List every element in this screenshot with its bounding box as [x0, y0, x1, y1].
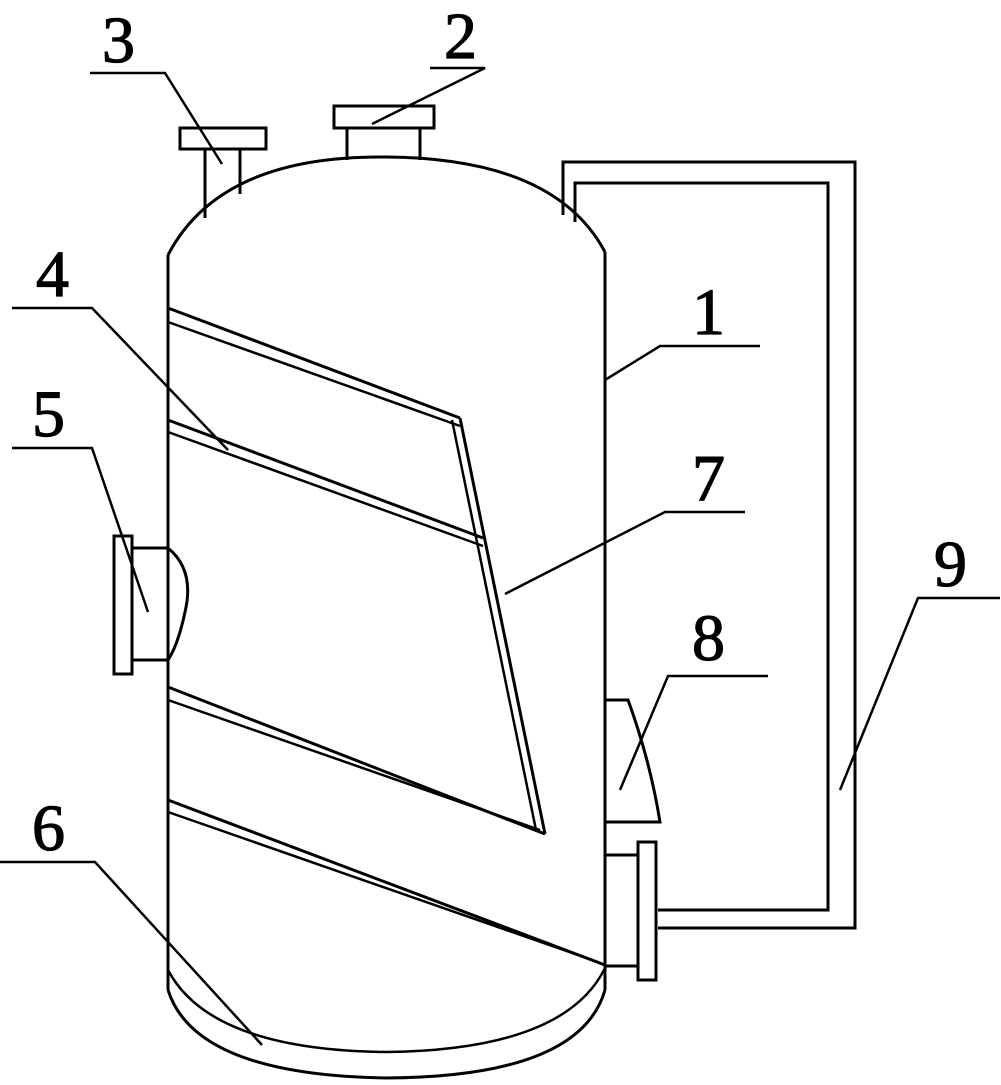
top-left-nozzle	[178, 126, 268, 218]
lower-baffle	[167, 685, 606, 967]
label-1: 1	[692, 276, 725, 349]
side-inlet	[112, 534, 190, 676]
label-2: 2	[444, 0, 477, 73]
upper-baffle	[167, 306, 484, 548]
label-9: 9	[934, 528, 967, 601]
vessel-shell	[166, 155, 607, 1080]
bottom-outlet	[605, 840, 658, 982]
inclined-plate	[450, 417, 547, 835]
external-pipe	[561, 160, 857, 930]
label-5: 5	[32, 378, 65, 451]
label-6: 6	[32, 792, 65, 865]
leader-lines	[0, 66, 1000, 1046]
side-nozzle	[605, 698, 662, 824]
label-7: 7	[692, 442, 725, 515]
label-3: 3	[102, 4, 135, 77]
top-center-nozzle	[332, 104, 436, 160]
label-4: 4	[36, 238, 69, 311]
label-8: 8	[692, 602, 725, 675]
